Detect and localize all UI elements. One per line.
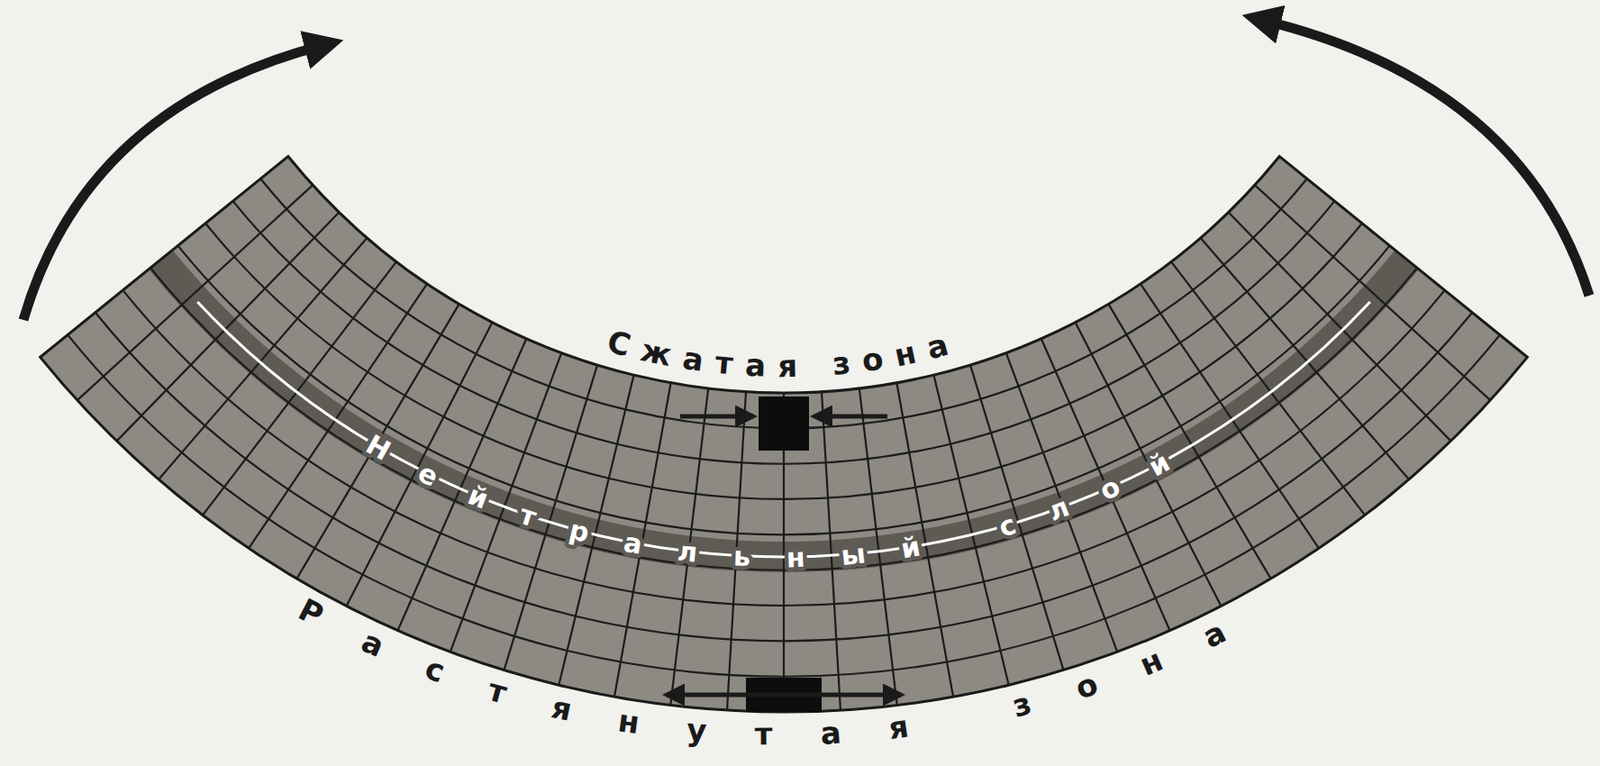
compression-arrow: [680, 414, 754, 419]
text-path-run: Сжатая зона: [603, 322, 964, 384]
grid-radial: [1140, 283, 1319, 548]
grid-radial: [1254, 184, 1491, 400]
neutral-layer-label: Нейтральный слой: [361, 427, 1207, 573]
grid-radial: [158, 237, 367, 480]
compression-arrow: [814, 414, 888, 419]
grid-ring: [122, 290, 1445, 606]
zone-label: Сжатая зона: [603, 322, 964, 384]
bending-arrow: [1261, 19, 1590, 296]
neutral-line: [197, 301, 1371, 557]
grid-radial: [1171, 261, 1365, 515]
bending-arrow: [23, 45, 325, 320]
beam: [40, 156, 1528, 712]
grid-radial: [117, 212, 340, 442]
tension-arrow: [666, 692, 901, 698]
beam-outline: [40, 156, 1528, 712]
text-path-run: Нейтральный слой: [361, 427, 1207, 573]
grid-radial: [1228, 212, 1452, 442]
beam-body: [40, 156, 1528, 712]
grid-radial: [77, 184, 313, 400]
grid-radial: [202, 261, 397, 515]
zone-label: Растянутая зона: [292, 590, 1275, 752]
grid-radial: [1200, 237, 1410, 480]
grid-ring: [233, 200, 1336, 464]
compressed-element: [758, 396, 810, 451]
text-path-run: Растянутая зона: [292, 590, 1275, 752]
grid-ring: [260, 178, 1308, 428]
